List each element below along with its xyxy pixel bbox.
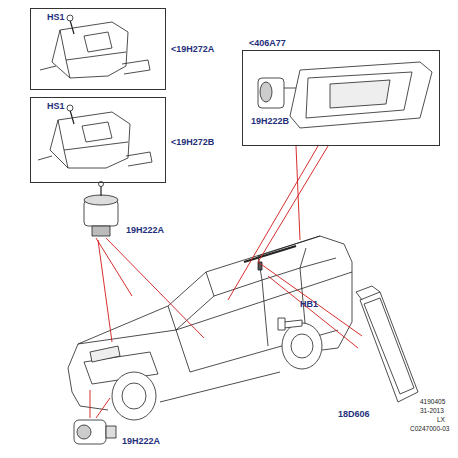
reference-code: C0247000-03 [410, 426, 449, 433]
callout-number: 19H222B [251, 117, 289, 126]
callout-number: HS1 [47, 13, 65, 22]
callout-number: HS1 [47, 102, 65, 111]
callout-number: 18D606 [338, 410, 370, 419]
camera [74, 420, 116, 444]
reference-code: LX [437, 417, 445, 424]
callout-number: HB1 [300, 300, 318, 309]
bracket-b [38, 105, 152, 168]
bracket-a [40, 15, 150, 78]
reference-code: 31-2013 [420, 408, 444, 415]
reference-code: 4190405 [420, 399, 445, 406]
leader-lines [90, 146, 362, 418]
part-frame: HS1<19H272B [30, 97, 166, 183]
module [356, 286, 418, 402]
vehicle [68, 236, 352, 420]
callout-number: <19H272A [171, 45, 214, 54]
bolt [278, 318, 302, 330]
callout-number: 19H222A [122, 437, 160, 446]
part-frame: HS1<19H272A [30, 8, 166, 90]
callout-number: <406A77 [249, 39, 286, 48]
switch [84, 182, 118, 237]
callout-number: 19H222A [126, 226, 164, 235]
callout-number: <19H272B [171, 138, 214, 147]
part-frame: 19H222B<406A77 [242, 50, 440, 146]
